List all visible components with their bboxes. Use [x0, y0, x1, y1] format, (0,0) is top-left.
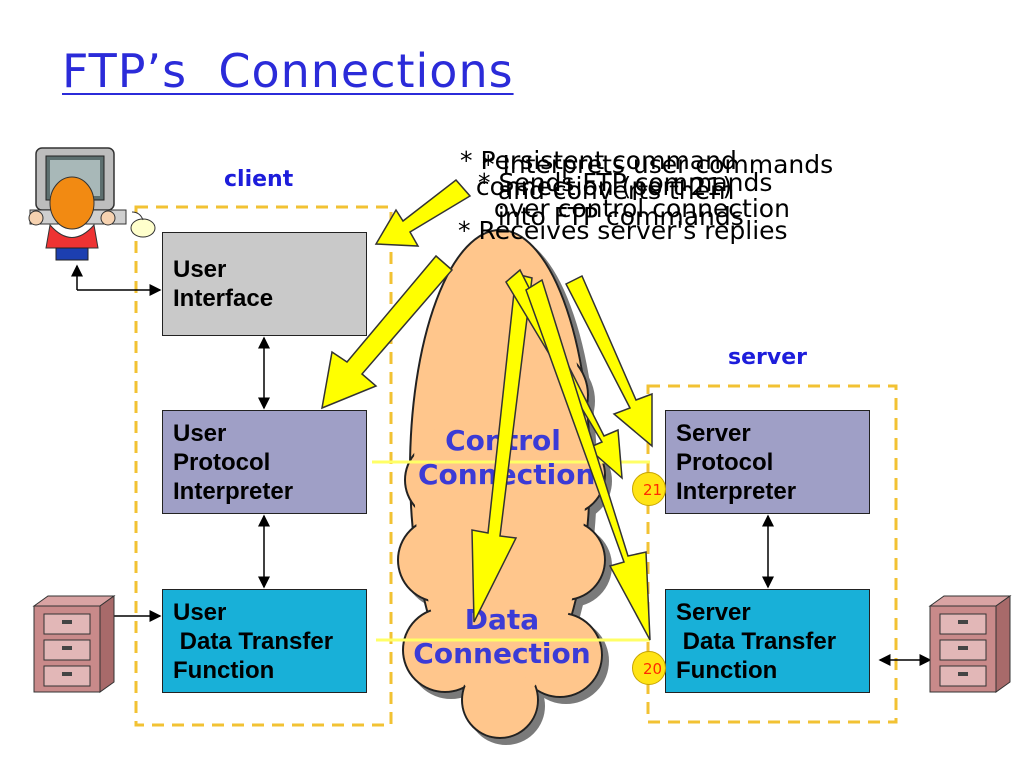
annotation-text: * Sends FTP commands over control connec…	[478, 168, 790, 223]
box-line: Server	[676, 420, 751, 447]
box-line: Function	[676, 657, 778, 684]
box-line: Interface	[173, 285, 274, 312]
server-data-transfer-box: Server Data Transfer Function	[665, 589, 870, 693]
arrow-to-server-dtf	[525, 278, 651, 641]
box-line: Interpreter	[173, 478, 294, 505]
client-label: client	[224, 167, 294, 192]
annotation-text: * Receives server's replies	[458, 216, 788, 245]
arrow-to-user-pi	[321, 254, 454, 410]
computer-user-icon	[28, 147, 156, 261]
box-line: Server	[676, 599, 751, 626]
arrow-to-data-connection	[471, 273, 533, 623]
arrow-to-server-pi	[564, 274, 653, 448]
box-line: User	[173, 256, 227, 283]
client-region	[134, 205, 393, 727]
data-port-badge: 20	[632, 651, 666, 685]
server-label: server	[728, 345, 807, 370]
box-line: Protocol	[676, 449, 774, 476]
box-line: User	[173, 599, 227, 626]
box-line: Data Transfer	[676, 628, 837, 655]
slide-title: FTP’s Connections	[62, 44, 514, 98]
control-port-badge: 21	[632, 472, 666, 506]
server-protocol-interpreter-box: Server Protocol Interpreter	[665, 410, 870, 514]
box-line: Function	[173, 657, 275, 684]
user-protocol-interpreter-box: User Protocol Interpreter	[162, 410, 367, 514]
box-line: Interpreter	[676, 478, 797, 505]
annotation-text: * Interprets user commands and converts …	[482, 150, 834, 231]
client-file-cabinet-icon	[32, 595, 116, 693]
box-line: Data Transfer	[173, 628, 334, 655]
server-file-cabinet-icon	[928, 595, 1012, 693]
user-data-transfer-box: User Data Transfer Function	[162, 589, 367, 693]
box-line: User	[173, 420, 227, 447]
annotation-text: * Persistent command connection (port 21…	[460, 146, 737, 201]
annotation-stack: * Persistent command connection (port 21…	[452, 140, 1012, 250]
cloud-line: Connection	[413, 637, 591, 670]
server-region	[646, 384, 898, 724]
user-interface-box: User Interface	[162, 232, 367, 336]
box-line: Protocol	[173, 449, 271, 476]
arrow-to-user-interface	[374, 178, 472, 247]
